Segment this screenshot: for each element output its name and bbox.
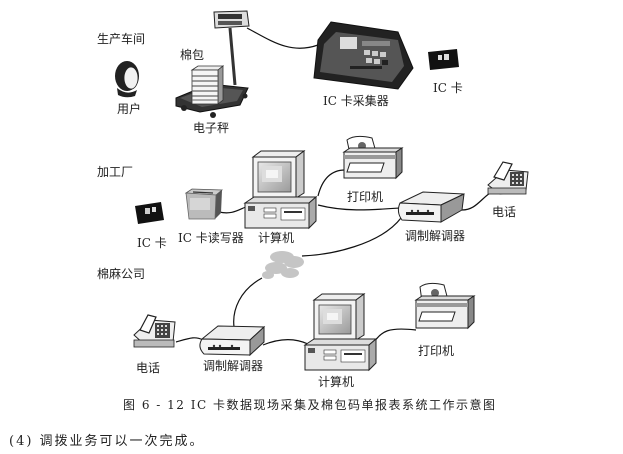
label-ic-card-reader: IC 卡读写器 — [178, 231, 244, 245]
label-modem-company: 调制解调器 — [203, 359, 264, 373]
label-printer-company: 打印机 — [418, 344, 455, 358]
printer-icon-company — [414, 282, 476, 330]
link-phone-modem — [175, 337, 204, 343]
label-modem-factory: 调制解调器 — [405, 229, 466, 243]
printer-icon-factory — [342, 135, 404, 180]
cotton-bale-icon — [190, 65, 225, 105]
user-icon — [115, 61, 139, 98]
link-scale-collector — [246, 27, 319, 49]
label-electronic-scale: 电子秤 — [193, 121, 230, 135]
link-computer-modem — [317, 204, 401, 211]
ic-card-icon — [428, 49, 459, 70]
label-computer-company: 计算机 — [318, 375, 355, 389]
modem-icon-factory — [397, 191, 465, 223]
ic-card-collector-icon — [313, 21, 414, 90]
ic-card-reader-icon — [184, 188, 224, 220]
link-modem-phone — [461, 192, 491, 211]
network-cloud-icon — [262, 251, 304, 279]
connection-lines — [175, 27, 491, 347]
label-phone-factory: 电话 — [492, 205, 517, 219]
link-modem-computer — [262, 339, 309, 346]
link-computer-printer-2 — [371, 328, 417, 347]
ic-card-icon-factory — [135, 202, 164, 224]
computer-icon-factory — [243, 150, 318, 230]
label-ic-card-collector: IC 卡采集器 — [323, 94, 389, 108]
label-printer-factory: 打印机 — [347, 190, 384, 204]
link-computer-printer — [317, 169, 346, 197]
phone-icon-company — [133, 314, 176, 348]
section-label-factory: 加工厂 — [97, 165, 134, 179]
label-phone-company: 电话 — [136, 361, 161, 375]
section-label-company: 棉麻公司 — [97, 267, 146, 281]
label-ic-card-factory: IC 卡 — [137, 236, 167, 250]
figure-caption: 图 6 - 12 IC 卡数据现场采集及棉包码单报表系统工作示意图 — [123, 398, 497, 412]
link-modem-network — [301, 217, 402, 257]
modem-icon-company — [199, 325, 266, 357]
label-user: 用户 — [117, 102, 142, 116]
body-paragraph: (4) 调拨业务可以一次完成。 — [9, 434, 205, 449]
label-cotton-bale: 棉包 — [180, 48, 205, 62]
section-label-workshop: 生产车间 — [97, 32, 146, 46]
link-reader-computer — [218, 205, 249, 214]
label-ic-card: IC 卡 — [433, 81, 463, 95]
link-network-modem — [233, 277, 263, 328]
phone-icon-factory — [487, 161, 529, 195]
label-computer-factory: 计算机 — [258, 231, 295, 245]
computer-icon-company — [303, 293, 378, 372]
